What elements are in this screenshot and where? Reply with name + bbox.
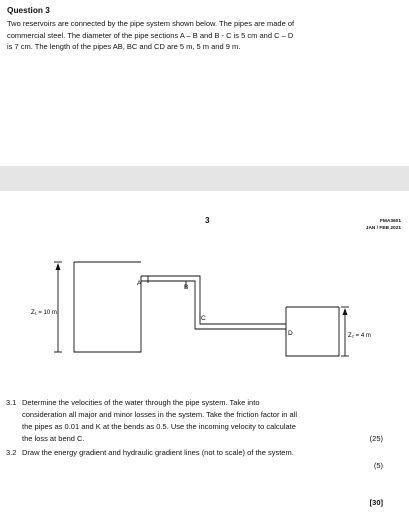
question-title: Question 3: [7, 5, 50, 15]
course-code: FMA3601: [379, 219, 401, 224]
total-marks: [30]: [370, 498, 384, 507]
page-break: [0, 166, 409, 191]
subquestion-line: Determine the velocities of the water th…: [22, 398, 260, 407]
intro-line: Two reservoirs are connected by the pipe…: [7, 19, 295, 28]
exam-period: JAN / FEB 2021: [365, 226, 401, 231]
point-a-label: A: [137, 280, 142, 287]
subquestion-number: 3.1: [6, 398, 16, 407]
z2-label: Z₂ = 4 m: [348, 333, 371, 339]
subquestion-line: consideration all major and minor losses…: [22, 410, 297, 419]
subquestion-line: the pipes as 0.01 and K at the bends as …: [22, 422, 296, 431]
intro-line: commercial steel. The diameter of the pi…: [7, 30, 294, 40]
pipe-outline-inner: [141, 280, 286, 330]
intro-line: is 7 cm. The length of the pipes AB, BC …: [7, 42, 241, 52]
subquestion-number: 3.2: [6, 448, 16, 457]
pipe-outline-outer: [141, 275, 286, 325]
page-header: FMA3601 JAN / FEB 2021: [366, 218, 401, 232]
z1-arrow-head: [55, 263, 61, 270]
left-reservoir: [73, 262, 142, 353]
z2-arrow-head: [342, 308, 348, 315]
subquestion-marks: (25): [370, 434, 384, 443]
point-b-label: B: [184, 284, 188, 291]
page-number: 3: [205, 215, 210, 225]
subquestion-line: Draw the energy gradient and hydraulic g…: [22, 448, 294, 457]
point-d-label: D: [288, 330, 293, 337]
subquestion-line: the loss at bend C.: [22, 434, 85, 443]
z1-label: Z₁ = 10 m: [31, 310, 57, 316]
subquestion-marks: (5): [374, 461, 384, 470]
question-intro: Two reservoirs are connected by the pipe…: [7, 18, 403, 53]
point-c-label: C: [201, 315, 206, 322]
